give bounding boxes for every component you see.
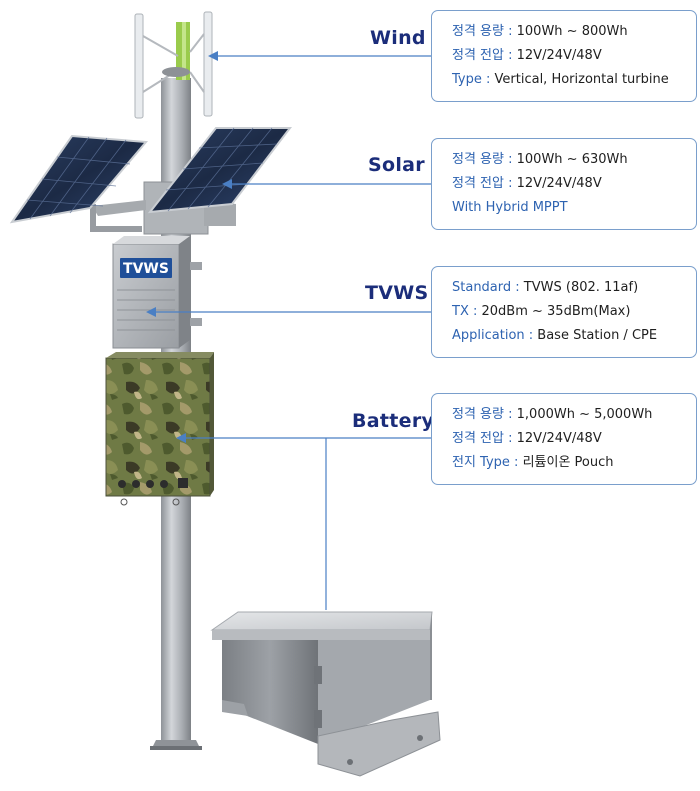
solar-title: Solar (368, 154, 425, 176)
solar-spec-row: 정격 용량 : 100Wh ~ 630Wh (452, 152, 628, 167)
tvws-spec-row: TX : 20dBm ~ 35dBm(Max) (452, 304, 631, 319)
battery-spec-row: 전지 Type : 리튬이온 Pouch (452, 455, 614, 470)
leader-dots (435, 52, 443, 442)
tvws-spec-row: Application : Base Station / CPE (452, 328, 658, 343)
leader-lines (150, 55, 432, 610)
battery-title: Battery (352, 410, 435, 432)
battery-spec-row: 정격 용량 : 1,000Wh ~ 5,000Wh (452, 407, 653, 422)
tvws-title: TVWS (365, 282, 429, 304)
tvws-spec-box: Standard : TVWS (802. 11af) TX : 20dBm ~… (431, 266, 697, 358)
solar-spec-row: 정격 전압 : 12V/24V/48V (452, 176, 602, 191)
ground-enclosure (210, 611, 441, 777)
tvws-spec-row: Standard : TVWS (802. 11af) (452, 280, 639, 295)
battery-spec-row: 정격 전압 : 12V/24V/48V (452, 431, 602, 446)
wind-spec-row: 정격 용량 : 100Wh ~ 800Wh (452, 24, 628, 39)
wind-spec-row: 정격 전압 : 12V/24V/48V (452, 48, 602, 63)
wind-spec-box: 정격 용량 : 100Wh ~ 800Wh 정격 전압 : 12V/24V/48… (431, 10, 697, 102)
solar-spec-box: 정격 용량 : 100Wh ~ 630Wh 정격 전압 : 12V/24V/48… (431, 138, 697, 230)
camo-box (105, 352, 214, 506)
device-label: TVWS (123, 261, 169, 277)
battery-spec-box: 정격 용량 : 1,000Wh ~ 5,000Wh 정격 전압 : 12V/24… (431, 393, 697, 485)
wind-turbine (134, 11, 213, 119)
solar-panels (9, 127, 293, 235)
wind-spec-row: Type : Vertical, Horizontal turbine (452, 72, 669, 87)
leader-arrows (146, 51, 232, 443)
tvws-device: TVWS (112, 236, 202, 349)
wind-title: Wind (370, 27, 426, 49)
solar-spec-row: With Hybrid MPPT (452, 200, 568, 215)
